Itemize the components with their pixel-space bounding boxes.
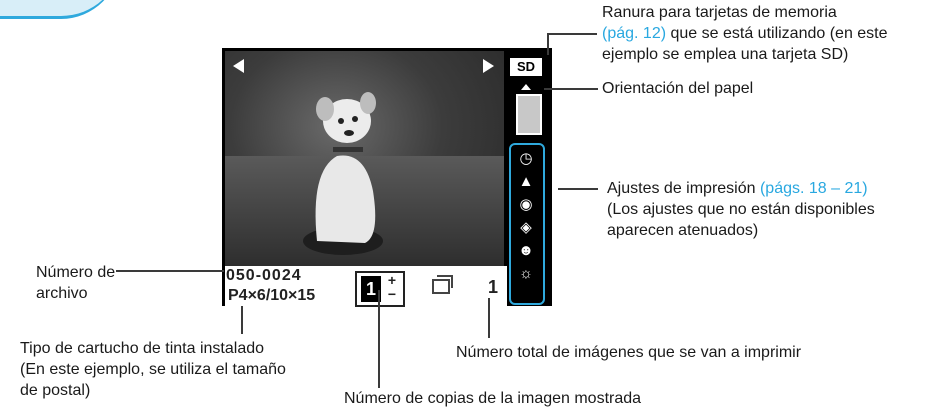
date-icon: ◷ [519,150,533,167]
next-image-arrow-icon[interactable] [483,59,494,73]
print-settings-annotation: Ajustes de impresión (págs. 18 – 21) (Lo… [607,180,875,239]
copies-leader-line [378,290,380,388]
dog-image [303,92,383,255]
file-number-leader-line [116,270,224,272]
ink-cartridge-type: P4×6/10×15 [228,287,316,304]
decorative-corner [0,0,120,19]
card-slot-leader-line [547,33,597,35]
print-settings-leader-line [558,188,598,190]
image-optimize-icon: ▲ [518,173,534,190]
total-images-count: 1 [488,277,499,297]
paper-orientation-leader-line [544,88,598,90]
brightness-icon: ☼ [519,265,533,282]
printer-lcd-screen: SD ◷ ▲ ◉ ◈ ☻ ☼ 050-0024 P4×6/10×15 1 + −… [222,48,552,307]
sd-card-badge: SD [510,58,542,76]
paper-orientation-icon [516,94,542,135]
previous-image-arrow-icon[interactable] [233,59,244,73]
total-images-leader-line [488,298,490,338]
face-brightening-icon: ☻ [518,242,534,259]
plus-icon[interactable]: + [387,272,397,288]
minus-icon[interactable]: − [387,286,397,302]
file-number: 050-0024 [226,267,302,284]
ink-cartridge-leader-line [241,306,243,334]
paper-orientation-arrow-icon [521,84,531,90]
red-eye-icon: ◉ [519,196,533,213]
border-icon: ◈ [520,219,532,236]
file-number-annotation: Número de archivo [36,264,116,302]
screen-sidebar: SD ◷ ▲ ◉ ◈ ☻ ☼ [507,51,549,305]
total-images-annotation: Número total de imágenes que se van a im… [456,344,802,361]
print-settings-group [509,143,545,305]
copies-count-annotation: Número de copias de la imagen mostrada [344,390,642,407]
screen-info-bar: 050-0024 P4×6/10×15 1 + − 1 [225,266,507,307]
card-slot-leader-line-vertical [547,33,549,55]
preview-photo [225,51,504,266]
card-slot-annotation: Ranura para tarjetas de memoria (pág. 12… [602,4,888,63]
ink-cartridge-annotation: Tipo de cartucho de tinta instalado (En … [20,340,286,399]
copies-stepper[interactable]: 1 + − [355,271,405,307]
copies-value: 1 [361,276,381,302]
copies-icon [432,275,453,294]
paper-orientation-annotation: Orientación del papel [602,80,754,97]
